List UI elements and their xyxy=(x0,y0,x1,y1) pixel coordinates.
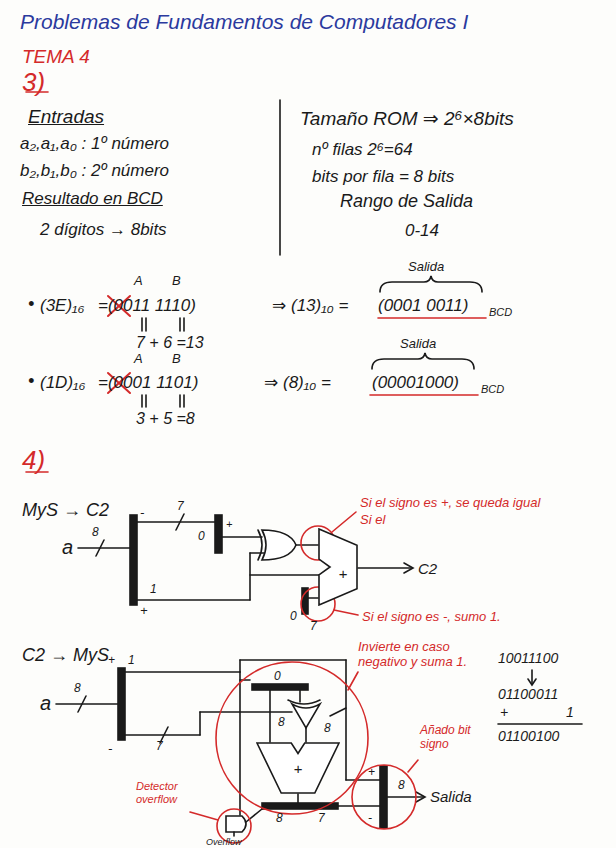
binary-value: =(0011 1110) xyxy=(98,296,196,316)
bcd-value: (00001000) xyxy=(372,373,459,393)
bus-width: 8 xyxy=(278,716,285,730)
subscript-text: BCD xyxy=(489,306,512,319)
binary-value: 1 xyxy=(566,704,574,720)
note-text: Rango de Salida xyxy=(340,191,473,212)
note-text: nº filas 2⁶=64 xyxy=(312,140,413,160)
annotation-text: Invierte en caso negativo y suma 1. xyxy=(358,640,488,670)
bus-width: 8 xyxy=(398,779,405,793)
binary-value: 01100011 xyxy=(498,686,558,702)
subscript-text: BCD xyxy=(481,383,504,396)
hex-value: (3E)₁₆ xyxy=(40,296,84,316)
note-text: b₂,b₁,b₀ : 2º número xyxy=(20,161,169,181)
note-text: a₂,a₁,a₀ : 1º número xyxy=(20,134,169,154)
annotation-text: Añado bit signo xyxy=(420,724,492,752)
exercise-number: 4) xyxy=(22,446,45,476)
binary-value: =(0001 1101) xyxy=(98,373,198,393)
group-letter: A xyxy=(134,274,143,289)
constant-value: 0 xyxy=(274,670,281,684)
bus-width: 8 xyxy=(92,526,99,540)
output-label: Salida xyxy=(408,260,444,275)
output-label: Salida xyxy=(400,337,436,352)
annotation-text: Si el signo es -, sumo 1. xyxy=(362,610,501,625)
annotation-text: Detector overflow xyxy=(136,780,196,805)
sum-text: 3 + 5 =8 xyxy=(136,410,195,428)
group-letter: B xyxy=(172,352,181,367)
note-text: Tamaño ROM ⇒ 2⁶×8bits xyxy=(300,108,514,130)
sign-mark: + xyxy=(368,766,375,780)
bus-width: 7 xyxy=(318,812,325,826)
decimal-value: ⇒ (8)₁₀ = xyxy=(264,373,331,393)
operator-symbol: + xyxy=(294,760,303,777)
circuit-title: C2 → MyS xyxy=(22,645,109,666)
sign-mark: - xyxy=(108,742,112,757)
note-text: bits por fila = 8 bits xyxy=(312,167,454,187)
binary-value: 01100100 xyxy=(498,728,559,744)
sign-mark: - xyxy=(140,506,144,521)
bcd-value: (0001 0011) xyxy=(378,296,468,316)
constant-value: 0 xyxy=(290,610,297,624)
sign-mark: - xyxy=(368,812,372,826)
circuit-title: MyS → C2 xyxy=(22,500,109,521)
note-text: 0-14 xyxy=(405,221,439,241)
sign-mark: + xyxy=(108,654,115,668)
bus-width: 1 xyxy=(150,583,157,597)
operator-symbol: + xyxy=(338,565,347,582)
binary-value: 10011100 xyxy=(498,650,558,666)
adder-outline xyxy=(318,528,358,606)
constant-value: 0 xyxy=(198,530,205,544)
bullet: • xyxy=(28,371,34,392)
bus-width: 7 xyxy=(310,620,317,634)
adder-block: + xyxy=(256,742,340,794)
exercise-number: 3) xyxy=(22,68,45,98)
bus-width: 7 xyxy=(177,500,184,514)
hex-value: (1D)₁₆ xyxy=(40,373,85,393)
sum-text: 7 + 6 =13 xyxy=(136,334,204,352)
signal-name: a xyxy=(40,692,51,715)
signal-name: Salida xyxy=(430,788,472,805)
group-letter: B xyxy=(172,274,181,289)
annotation-text: Si el xyxy=(360,513,385,528)
sign-mark: + xyxy=(140,604,148,619)
bus-width: 8 xyxy=(74,682,81,696)
bus-width: 8 xyxy=(276,812,283,826)
heading-text: Resultado en BCD xyxy=(22,189,163,209)
group-letter: A xyxy=(134,352,143,367)
section-heading: TEMA 4 xyxy=(22,46,90,68)
bullet: • xyxy=(28,294,34,315)
page-title: Problemas de Fundamentos de Computadores… xyxy=(20,10,468,34)
signal-name: Overflow xyxy=(206,837,242,847)
note-text: 2 dígitos → 8bits xyxy=(40,220,167,240)
sign-mark: + xyxy=(226,518,232,531)
decimal-value: ⇒ (13)₁₀ = xyxy=(272,296,348,316)
operator-text: + xyxy=(500,704,508,720)
signal-name: a xyxy=(62,536,73,559)
bus-width: 1 xyxy=(128,654,135,668)
signal-name: C2 xyxy=(418,560,437,577)
adder-block: + xyxy=(318,528,358,606)
annotation-text: Si el signo es +, se queda igual xyxy=(360,496,540,511)
bus-width: 7 xyxy=(156,740,163,754)
bus-width: 8 xyxy=(324,722,331,736)
heading-text: Entradas xyxy=(28,106,104,128)
